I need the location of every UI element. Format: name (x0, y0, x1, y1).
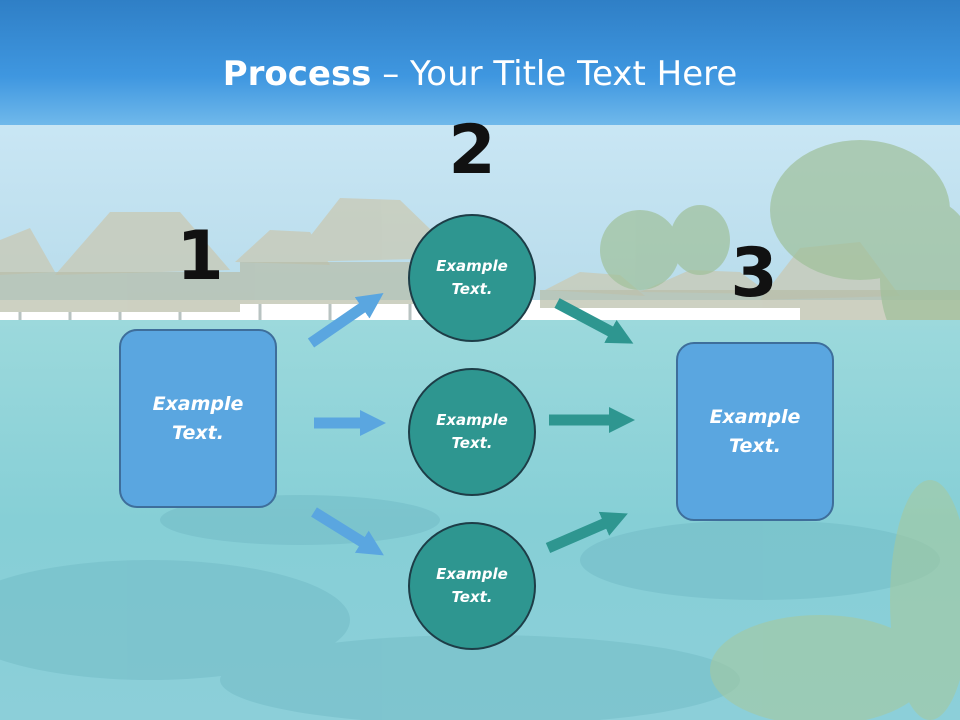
step-1-number: 1 (176, 217, 224, 296)
slide-title: Process – Your Title Text Here (0, 50, 960, 98)
step-2-circle-top: Example Text. (408, 214, 536, 342)
step-3-number: 3 (730, 234, 778, 313)
step-2-circle-bottom: Example Text. (408, 522, 536, 650)
step-2-circle-top-text: Example Text. (436, 257, 508, 298)
step-2-circle-middle-text: Example Text. (436, 411, 508, 452)
step-3-text: Example Text. (709, 405, 801, 457)
step-1-box: Example Text. (119, 329, 277, 508)
title-bold: Process (222, 54, 372, 94)
step-2-circle-middle: Example Text. (408, 368, 536, 496)
step-2-circle-bottom-text: Example Text. (436, 565, 508, 606)
step-3-box: Example Text. (676, 342, 834, 521)
step-2-number: 2 (448, 111, 496, 190)
step-1-text: Example Text. (152, 392, 244, 444)
title-rest: – Your Title Text Here (371, 54, 738, 94)
